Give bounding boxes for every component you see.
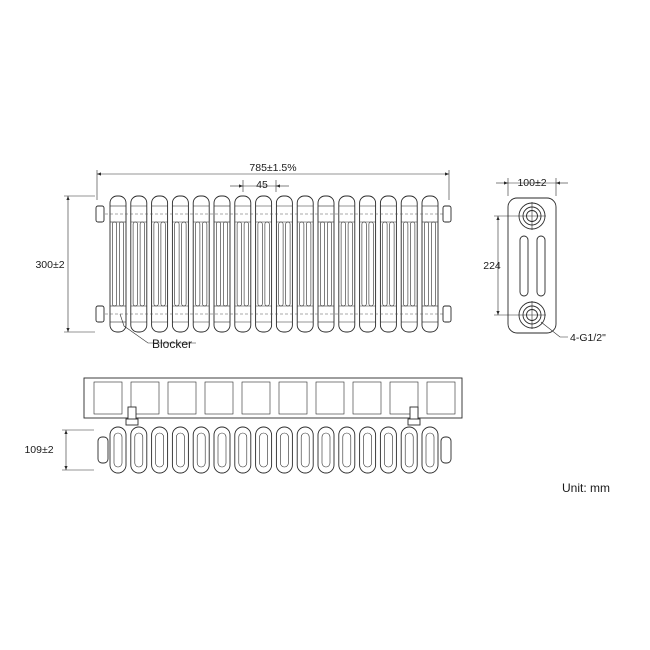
backing-block [278,381,308,415]
front-section [379,195,397,333]
front-section [317,195,335,333]
top-end-cap [97,436,109,464]
blocker-label: Blocker [152,337,192,351]
backing-block [130,381,160,415]
end-caps [95,205,452,323]
top-section [296,426,314,474]
overall-length-label: 785±1.5% [249,162,296,174]
front-section [171,195,189,333]
front-section [421,195,439,333]
top-section [338,426,356,474]
blocker-callout: Blocker [119,313,196,351]
section-pitch-dimension: 45 [230,179,289,192]
top-section [255,426,273,474]
section-pitch-label: 45 [256,179,268,191]
top-section [130,426,148,474]
connection-callout: 4-G1/2" [540,321,606,344]
depth-dimension: 100±2 [496,177,568,196]
front-section [109,195,127,333]
overall-length-dimension: 785±1.5% [96,162,450,200]
end-view-outline [507,197,557,334]
backing-block [167,381,197,415]
top-section [192,426,210,474]
top-section [379,426,397,474]
backing-block [204,381,234,415]
front-section [151,195,169,333]
front-section [359,195,377,333]
top-section [400,426,418,474]
front-section [275,195,293,333]
end-view: 100±2 224 4-G1/2" [483,177,606,344]
unit-label: Unit: mm [562,481,610,495]
height-dimension: 300±2 [35,195,95,333]
valves [125,406,421,426]
front-section [234,195,252,333]
backing-block [352,381,382,415]
top-section [421,426,439,474]
top-section [109,426,127,474]
top-section [213,426,231,474]
connection-label: 4-G1/2" [570,332,606,344]
height-label: 300±2 [35,259,64,271]
backing-block [426,381,456,415]
backing-block [93,381,123,415]
side-depth-dimension: 109±2 [24,429,94,471]
top-section [359,426,377,474]
backing-block [389,381,419,415]
backing-block [241,381,271,415]
front-section [255,195,273,333]
top-end-cap [440,436,452,464]
top-section [275,426,293,474]
front-section [213,195,231,333]
top-section [171,426,189,474]
front-section [130,195,148,333]
center-distance-dimension: 224 [483,215,518,316]
top-view: 109±2 [24,377,463,474]
depth-label: 100±2 [517,177,546,189]
backing-block [315,381,345,415]
front-view-sections [109,195,439,333]
front-section [296,195,314,333]
top-section [234,426,252,474]
top-section [317,426,335,474]
top-view-sections [97,426,452,474]
front-section [192,195,210,333]
center-distance-label: 224 [483,260,501,272]
front-view: Blocker 785±1.5% 45 300±2 [35,162,452,351]
top-view-backing [83,377,463,419]
top-section [151,426,169,474]
side-depth-label: 109±2 [24,444,53,456]
front-section [400,195,418,333]
front-section [338,195,356,333]
